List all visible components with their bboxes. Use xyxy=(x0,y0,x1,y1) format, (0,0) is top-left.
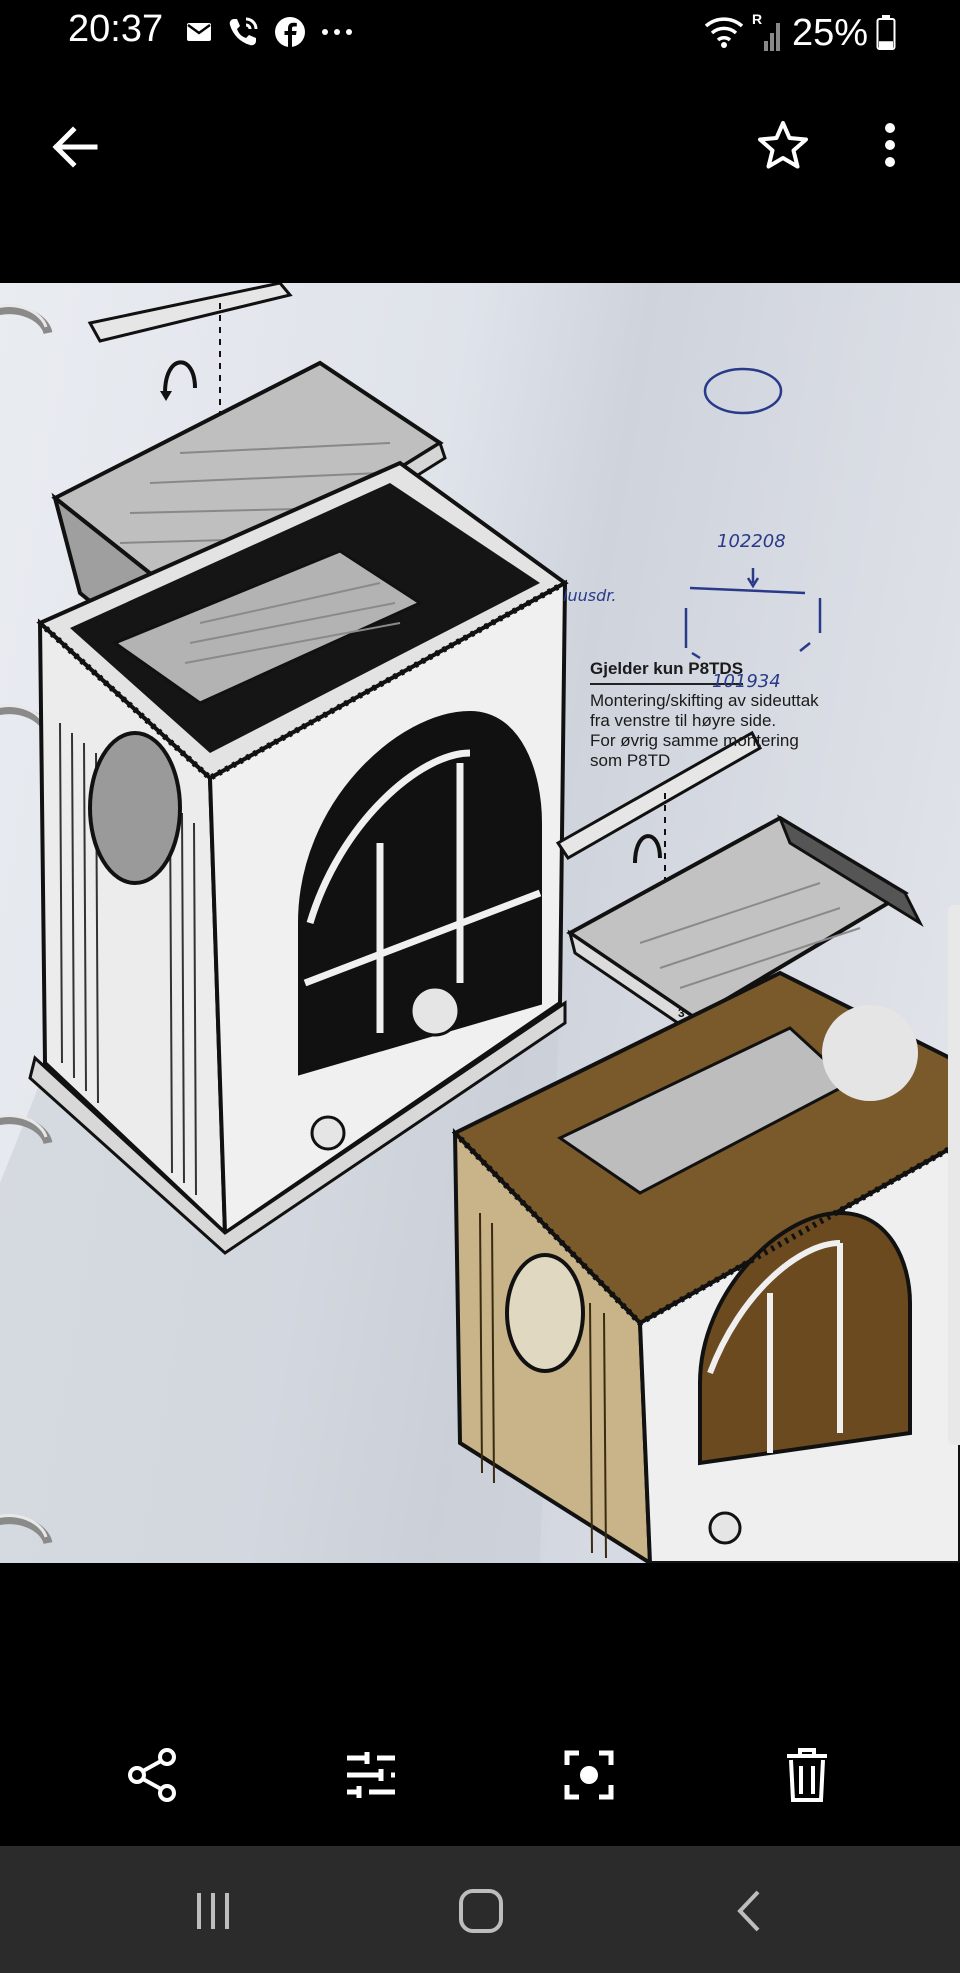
photo-view[interactable]: Gjelder kun P8TDS Montering/skifting av … xyxy=(0,283,960,1563)
battery-percent: 25% xyxy=(791,11,868,54)
lens-scan-icon xyxy=(564,1750,614,1800)
back-button[interactable] xyxy=(40,112,110,182)
wifi-call-icon xyxy=(229,17,258,46)
home-button[interactable] xyxy=(446,1876,516,1946)
system-back-button[interactable] xyxy=(714,1876,784,1946)
nav-back-icon xyxy=(737,1890,760,1932)
note-title-prefix: Gjelder kun xyxy=(590,659,689,678)
trash-icon xyxy=(787,1748,827,1802)
scroll-handle[interactable] xyxy=(948,905,960,1445)
delete-button[interactable] xyxy=(772,1740,842,1810)
recents-icon xyxy=(197,1893,229,1929)
note-line: Montering/skifting av sideuttak xyxy=(590,691,819,710)
star-outline-icon xyxy=(758,121,808,169)
status-bar: 20:37 R xyxy=(0,0,960,66)
handwritten-number-bottom: 101934 xyxy=(712,671,781,692)
note-line: som P8TD xyxy=(590,751,671,770)
note-title-code: P8TDS xyxy=(688,659,744,678)
notification-icons xyxy=(186,12,354,52)
wifi-icon xyxy=(704,17,744,48)
arrow-back-icon xyxy=(52,126,98,168)
lens-button[interactable] xyxy=(554,1740,624,1810)
battery-icon xyxy=(876,15,896,50)
note-line: fra venstre til høyre side. xyxy=(590,711,777,730)
viewer-app-bar xyxy=(0,66,960,212)
note-line: For øvrig samme montering xyxy=(590,731,799,750)
home-icon xyxy=(459,1889,503,1933)
handwritten-number-top: 102208 xyxy=(717,531,786,552)
system-navigation-bar xyxy=(0,1846,960,1973)
edit-button[interactable] xyxy=(336,1740,406,1810)
share-button[interactable] xyxy=(118,1740,188,1810)
status-time: 20:37 xyxy=(68,8,164,50)
photo-actions-toolbar xyxy=(0,1700,960,1840)
roaming-signal-icon: R xyxy=(751,11,784,53)
share-icon xyxy=(128,1748,176,1802)
mail-icon xyxy=(187,23,211,41)
facebook-icon xyxy=(275,17,305,47)
part-label: 3 xyxy=(678,1006,685,1020)
tune-icon xyxy=(347,1752,395,1798)
more-options-button[interactable] xyxy=(860,110,920,180)
favorite-button[interactable] xyxy=(748,110,818,180)
recents-button[interactable] xyxy=(178,1876,248,1946)
instruction-note: Gjelder kun P8TDS Montering/skifting av … xyxy=(590,659,890,771)
note-title: Gjelder kun P8TDS xyxy=(590,659,744,685)
handwritten-side-word: luusdr. xyxy=(563,586,617,605)
roaming-label: R xyxy=(751,11,763,27)
more-notifications-icon xyxy=(322,29,352,35)
stove-diagram-image xyxy=(0,283,960,1563)
more-vert-icon xyxy=(885,123,895,167)
system-status-icons: R 25% xyxy=(704,8,896,58)
